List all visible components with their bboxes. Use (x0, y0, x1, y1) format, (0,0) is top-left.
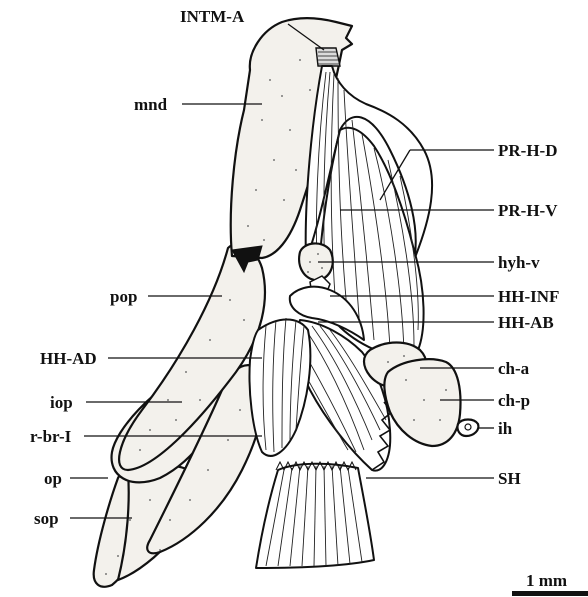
label-hh-inf: HH-INF (498, 287, 559, 306)
label-ih: ih (498, 419, 513, 438)
label-ch-a: ch-a (498, 359, 530, 378)
label-sh: SH (498, 469, 521, 488)
interhyal-pore (465, 424, 471, 430)
scale-bar-label: 1 mm (526, 571, 567, 590)
posterior-ceratohyal-bone (384, 359, 460, 446)
label-pop: pop (110, 287, 137, 306)
label-pr-h-d: PR-H-D (498, 141, 557, 160)
label-hyh-v: hyh-v (498, 253, 540, 272)
label-hh-ab: HH-AB (498, 313, 554, 332)
label-iop: iop (50, 393, 73, 412)
mandibular-symphysis (316, 48, 340, 66)
label-op: op (44, 469, 62, 488)
scale-bar (512, 591, 588, 596)
label-mnd: mnd (134, 95, 168, 114)
label-pr-h-v: PR-H-V (498, 201, 558, 220)
label-sop: sop (34, 509, 59, 528)
label-intm-a: INTM-A (180, 7, 245, 26)
label-hh-ad: HH-AD (40, 349, 97, 368)
label-r-br-i: r-br-I (30, 427, 72, 446)
label-ch-p: ch-p (498, 391, 530, 410)
